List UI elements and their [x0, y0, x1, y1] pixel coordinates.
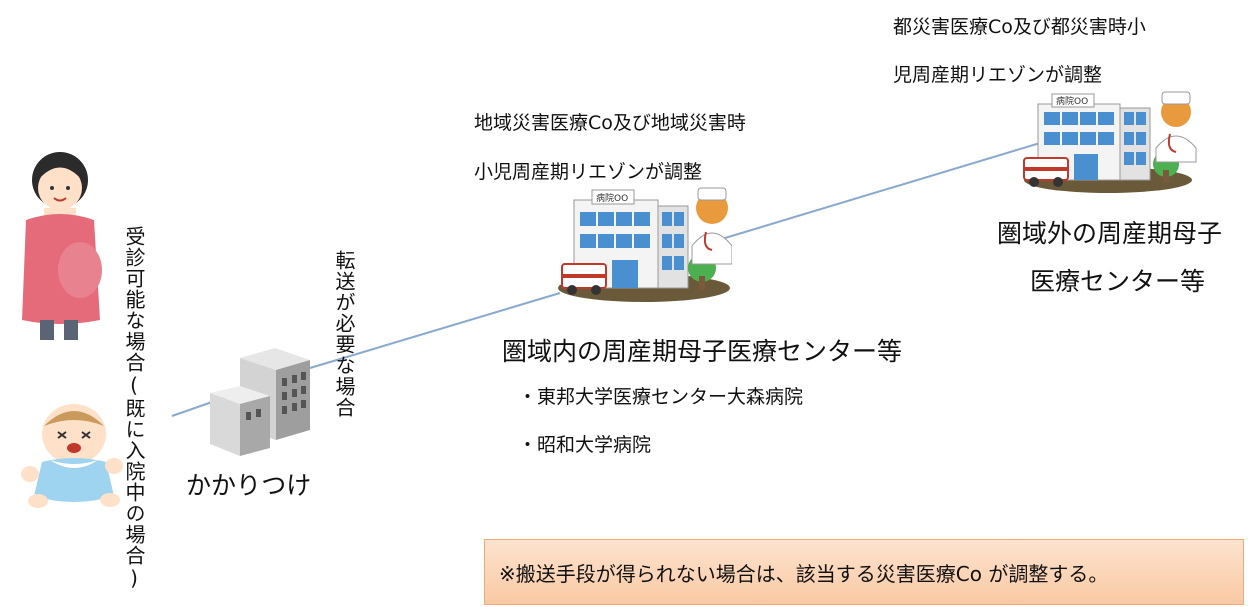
outside-coordinator-line2: 児周産期リエゾンが調整 — [893, 64, 1103, 86]
outside-center-title-line1: 圏域外の周産期母子 — [997, 219, 1223, 248]
clinic-name: かかりつけ — [186, 471, 312, 500]
regional-center-title: 圏域内の周産期母子医療センター等 — [502, 337, 903, 366]
regional-hospital-sign: 病院OO — [596, 192, 628, 204]
regional-coordinator-line1: 地域災害医療Co及び地域災害時 — [474, 112, 746, 134]
outside-center-title-line2: 医療センター等 — [1030, 267, 1206, 296]
pregnant-woman-icon — [22, 152, 102, 340]
regional-hospital-2: ・昭和大学病院 — [518, 434, 652, 456]
regional-hospital-1: ・東邦大学医療センター大森病院 — [518, 386, 804, 408]
line-clinic-to-regional — [299, 292, 561, 372]
clinic-building-icon — [210, 348, 310, 456]
outside-coordinator-line1: 都災害医療Co及び都災害時小 — [893, 16, 1146, 38]
note-box: ※搬送手段が得られない場合は、該当する災害医療Co が調整する。 — [484, 539, 1244, 605]
note-text: ※搬送手段が得られない場合は、該当する災害医療Co が調整する。 — [499, 561, 1109, 586]
outside-hospital-sign: 病院OO — [1056, 95, 1088, 107]
regional-coordinator-line2: 小児周産期リエゾンが調整 — [474, 161, 703, 183]
baby-icon — [21, 404, 123, 508]
patient-path-label: 受診可能な場合(既に入院中の場合) — [122, 226, 146, 591]
line-regional-to-outside — [714, 142, 1041, 242]
transfer-label: 転送が必要な場合 — [332, 250, 356, 418]
regional-hospital-icon: 病院OO — [558, 187, 732, 302]
outside-hospital-icon: 病院OO — [1023, 91, 1197, 193]
